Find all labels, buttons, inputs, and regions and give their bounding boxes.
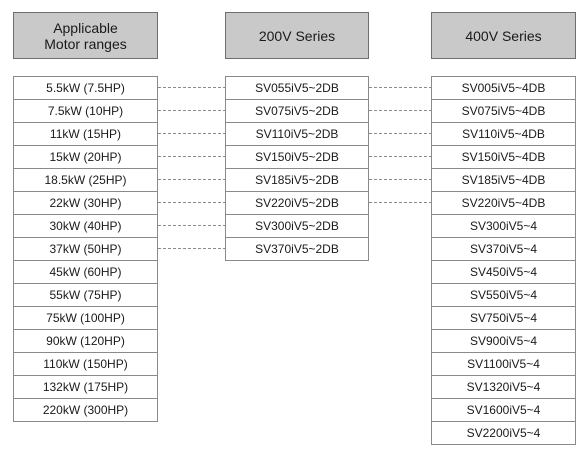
series-400v-cell: SV1600iV5~4 (432, 399, 575, 422)
series-400v-cell: SV075iV5~4DB (432, 100, 575, 123)
series-400v-cell: SV1320iV5~4 (432, 376, 575, 399)
motor-range-cell: 55kW (75HP) (14, 284, 157, 307)
series-200v-cell: SV370iV5~2DB (226, 238, 368, 261)
motor-range-cell: 18.5kW (25HP) (14, 169, 157, 192)
header-200v-series: 200V Series (225, 12, 369, 59)
series-400v-cell: SV220iV5~4DB (432, 192, 575, 215)
motor-ranges-column: 5.5kW (7.5HP)7.5kW (10HP)11kW (15HP)15kW… (13, 76, 158, 422)
series-400v-cell: SV185iV5~4DB (432, 169, 575, 192)
series-200v-cell: SV150iV5~2DB (226, 146, 368, 169)
series-400v-cell: SV1100iV5~4 (432, 353, 575, 376)
series-200v-cell: SV185iV5~2DB (226, 169, 368, 192)
motor-range-cell: 45kW (60HP) (14, 261, 157, 284)
motor-range-cell: 220kW (300HP) (14, 399, 157, 422)
motor-range-cell: 75kW (100HP) (14, 307, 157, 330)
series-200v-cell: SV055iV5~2DB (226, 77, 368, 100)
series-200v-cell: SV300iV5~2DB (226, 215, 368, 238)
series-400v-cell: SV005iV5~4DB (432, 77, 575, 100)
motor-range-cell: 30kW (40HP) (14, 215, 157, 238)
motor-range-cell: 132kW (175HP) (14, 376, 157, 399)
series-400v-cell: SV110iV5~4DB (432, 123, 575, 146)
header-400v-series: 400V Series (431, 12, 576, 59)
series-400v-cell: SV450iV5~4 (432, 261, 575, 284)
series-400v-cell: SV370iV5~4 (432, 238, 575, 261)
motor-range-cell: 15kW (20HP) (14, 146, 157, 169)
series-200v-cell: SV075iV5~2DB (226, 100, 368, 123)
motor-range-cell: 110kW (150HP) (14, 353, 157, 376)
motor-range-cell: 7.5kW (10HP) (14, 100, 157, 123)
series-200v-cell: SV110iV5~2DB (226, 123, 368, 146)
motor-range-cell: 11kW (15HP) (14, 123, 157, 146)
series-400v-cell: SV2200iV5~4 (432, 422, 575, 445)
series-400v-cell: SV300iV5~4 (432, 215, 575, 238)
series-400v-cell: SV550iV5~4 (432, 284, 575, 307)
header-motor-ranges: Applicable Motor ranges (13, 12, 158, 59)
series-200v-cell: SV220iV5~2DB (226, 192, 368, 215)
motor-range-cell: 22kW (30HP) (14, 192, 157, 215)
series-400v-cell: SV750iV5~4 (432, 307, 575, 330)
motor-range-cell: 5.5kW (7.5HP) (14, 77, 157, 100)
motor-range-cell: 90kW (120HP) (14, 330, 157, 353)
series-400v-cell: SV150iV5~4DB (432, 146, 575, 169)
motor-range-cell: 37kW (50HP) (14, 238, 157, 261)
series-400v-cell: SV900iV5~4 (432, 330, 575, 353)
